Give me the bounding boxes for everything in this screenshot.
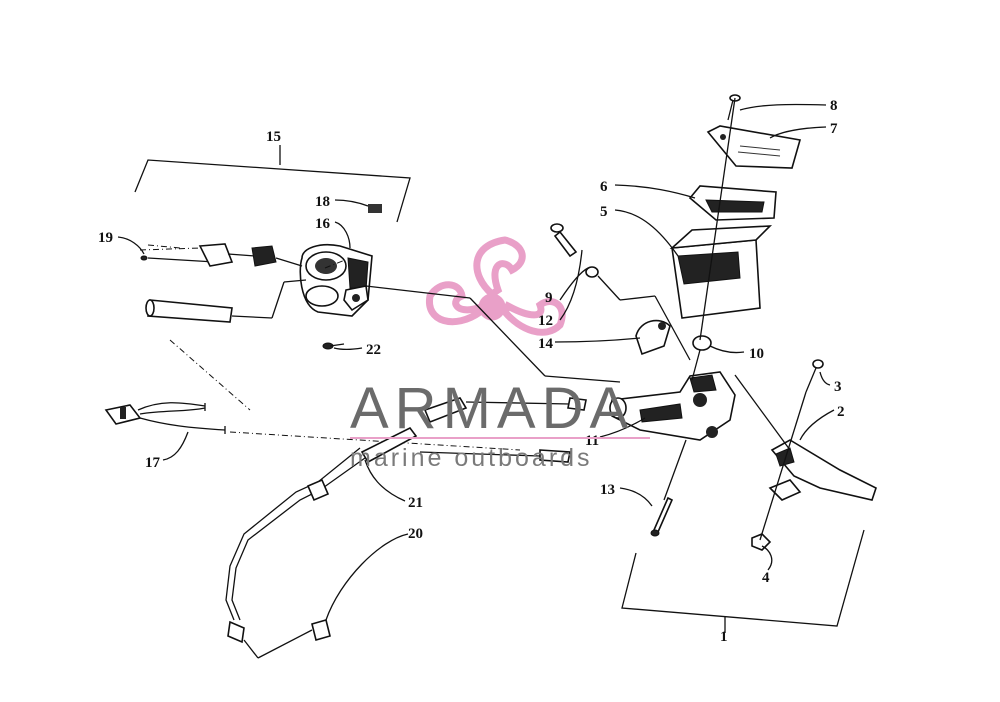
screw-13 bbox=[650, 496, 674, 537]
nut-4 bbox=[751, 533, 772, 551]
bracket-15 bbox=[134, 159, 411, 223]
callout-19: 19 bbox=[98, 230, 113, 246]
washer-12 bbox=[585, 266, 599, 278]
callout-17: 17 bbox=[145, 455, 161, 471]
callout-9: 9 bbox=[545, 290, 553, 306]
reservoir bbox=[669, 225, 773, 319]
callout-10: 10 bbox=[749, 346, 764, 362]
callout-16: 16 bbox=[315, 216, 331, 232]
callout-5: 5 bbox=[600, 204, 608, 220]
callout-12: 12 bbox=[538, 313, 553, 329]
callout-2: 2 bbox=[837, 404, 845, 420]
callout-15: 15 bbox=[266, 129, 281, 145]
switch-housing bbox=[299, 243, 373, 317]
leader-lines bbox=[117, 103, 835, 621]
callout-labels: 1 2 3 4 5 6 7 8 9 10 11 12 13 14 15 16 1… bbox=[98, 98, 845, 645]
bracket-1 bbox=[621, 529, 865, 627]
callout-1: 1 bbox=[720, 629, 728, 645]
watermark-subtitle: marine outboards bbox=[350, 444, 593, 472]
wiring-plug bbox=[104, 402, 226, 434]
callout-13: 13 bbox=[600, 482, 615, 498]
master-cylinder-body bbox=[609, 371, 736, 441]
callout-22: 22 bbox=[366, 342, 381, 358]
seal-10 bbox=[692, 335, 712, 351]
wire-tube bbox=[145, 279, 307, 323]
pivot-bolt bbox=[805, 359, 824, 393]
brake-lever bbox=[768, 439, 877, 501]
reservoir-cover bbox=[706, 125, 802, 169]
callout-7: 7 bbox=[830, 121, 838, 137]
callout-18: 18 bbox=[315, 194, 330, 210]
watermark-title: ARMADA bbox=[350, 376, 634, 441]
callout-3: 3 bbox=[834, 379, 842, 395]
brake-hose-21 bbox=[225, 426, 418, 659]
key-switch bbox=[140, 243, 303, 267]
callout-21: 21 bbox=[408, 495, 423, 511]
screw-9 bbox=[550, 223, 578, 258]
brake-line-lower bbox=[419, 449, 571, 463]
callout-20: 20 bbox=[408, 526, 423, 542]
callout-4: 4 bbox=[762, 570, 770, 586]
callout-6: 6 bbox=[600, 179, 608, 195]
brake-hose-upper bbox=[423, 397, 587, 424]
callout-8: 8 bbox=[830, 98, 838, 114]
screw-22 bbox=[322, 342, 345, 350]
tab-18 bbox=[368, 204, 382, 213]
callout-14: 14 bbox=[538, 336, 554, 352]
